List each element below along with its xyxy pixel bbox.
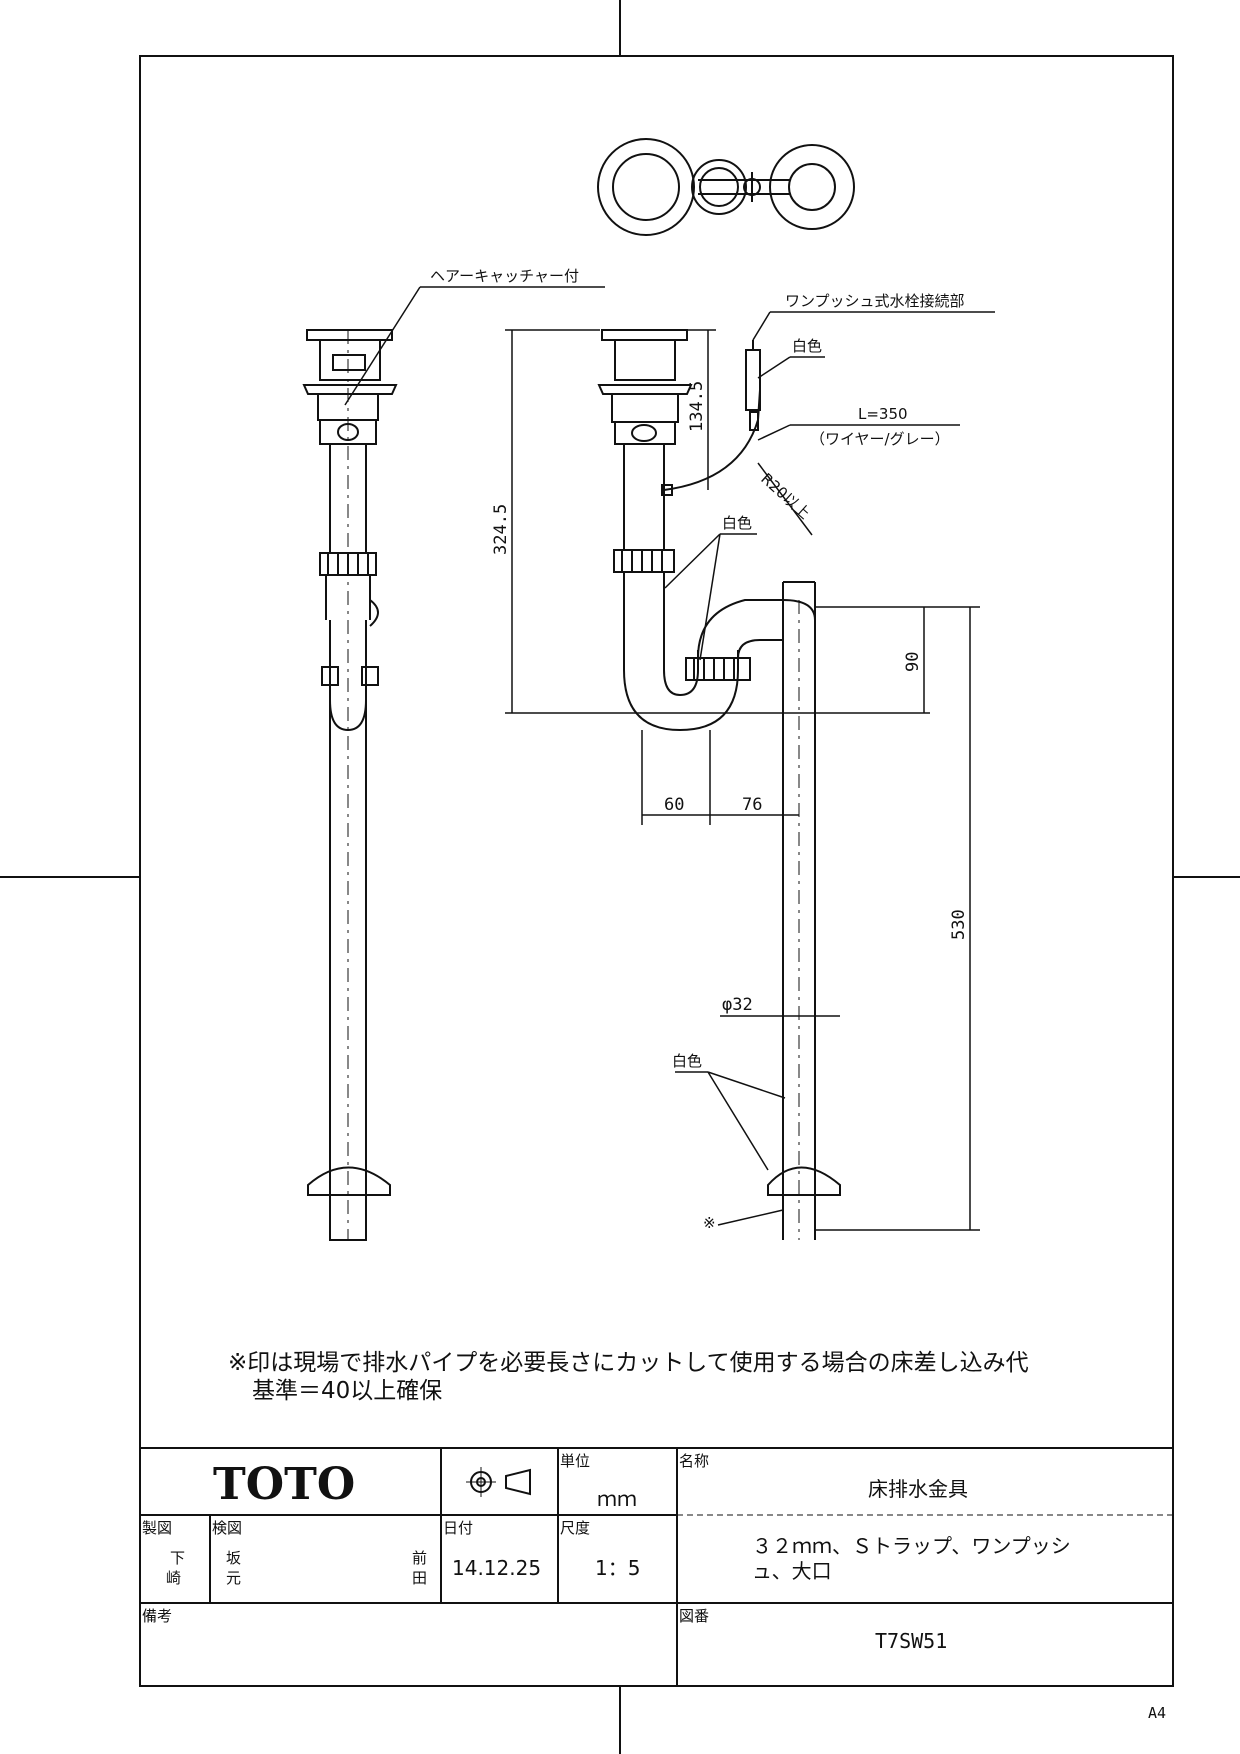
date-label: 日付	[443, 1519, 473, 1537]
drawing-annotations: ヘアーキャッチャー付 ワンプッシュ式水栓接続部 白色 L=350 （ワイヤー/グ…	[430, 267, 969, 1232]
title-block	[140, 1447, 1173, 1686]
front-view	[597, 329, 841, 1240]
dim-76: 76	[742, 795, 762, 815]
description-line-2: ュ、大口	[752, 1559, 832, 1583]
checked-value-3: 前	[412, 1549, 427, 1567]
label-one-push-connection: ワンプッシュ式水栓接続部	[785, 292, 965, 310]
unit-label: 単位	[560, 1452, 590, 1470]
drawing-no-value: T7SW51	[875, 1629, 947, 1653]
paper-size: A4	[1148, 1704, 1166, 1722]
dim-134-5: 134.5	[687, 381, 707, 432]
scale-label: 尺度	[560, 1519, 590, 1537]
name-value: 床排水金具	[868, 1477, 968, 1501]
label-wire-length: L=350	[858, 405, 908, 423]
label-white-1: 白色	[792, 337, 822, 355]
checked-label: 検図	[212, 1519, 242, 1537]
label-white-3: 白色	[672, 1052, 702, 1070]
drawing-no-label: 図番	[679, 1607, 709, 1625]
label-hair-catcher: ヘアーキャッチャー付	[430, 267, 579, 285]
drawn-value-2: 崎	[166, 1569, 181, 1587]
checked-value-4: 田	[412, 1569, 427, 1587]
checked-value-1: 坂	[226, 1549, 241, 1567]
dim-530: 530	[949, 909, 969, 940]
note: ※印は現場で排水パイプを必要長さにカットして使用する場合の床差し込み代 基準＝4…	[228, 1350, 1029, 1404]
description-line-1: ３２ｍｍ、Ｓトラップ、ワンプッシ	[752, 1534, 1071, 1558]
dim-90: 90	[903, 652, 923, 672]
toto-logo: TOTO	[213, 1459, 355, 1510]
unit-value: ｍｍ	[597, 1487, 637, 1511]
drawn-label: 製図	[142, 1519, 172, 1537]
label-radius: R20以上	[757, 470, 813, 523]
note-line-1: ※印は現場で排水パイプを必要長さにカットして使用する場合の床差し込み代	[228, 1350, 1029, 1376]
scale-value: 1：5	[595, 1556, 640, 1580]
note-line-2: 基準＝40以上確保	[252, 1378, 442, 1404]
dim-60: 60	[664, 795, 684, 815]
plan-view	[597, 138, 855, 236]
date-value: 14.12.25	[452, 1556, 541, 1580]
title-block-text: TOTO 単位 ｍｍ 名称 床排水金具 製図 下 崎 検図 坂 元 前 田 日付…	[142, 1452, 1166, 1722]
side-view-left	[302, 329, 398, 1241]
dimension-lines	[344, 286, 995, 1231]
label-mark: ※	[703, 1214, 716, 1232]
dim-phi32: φ32	[722, 995, 753, 1015]
dim-324-5: 324.5	[491, 504, 511, 555]
label-white-2: 白色	[722, 514, 752, 532]
label-wire-desc: （ワイヤー/グレー）	[810, 430, 950, 448]
checked-value-2: 元	[226, 1569, 241, 1587]
drawn-value-1: 下	[170, 1549, 185, 1567]
name-label: 名称	[679, 1452, 709, 1470]
remarks-label: 備考	[142, 1607, 172, 1625]
